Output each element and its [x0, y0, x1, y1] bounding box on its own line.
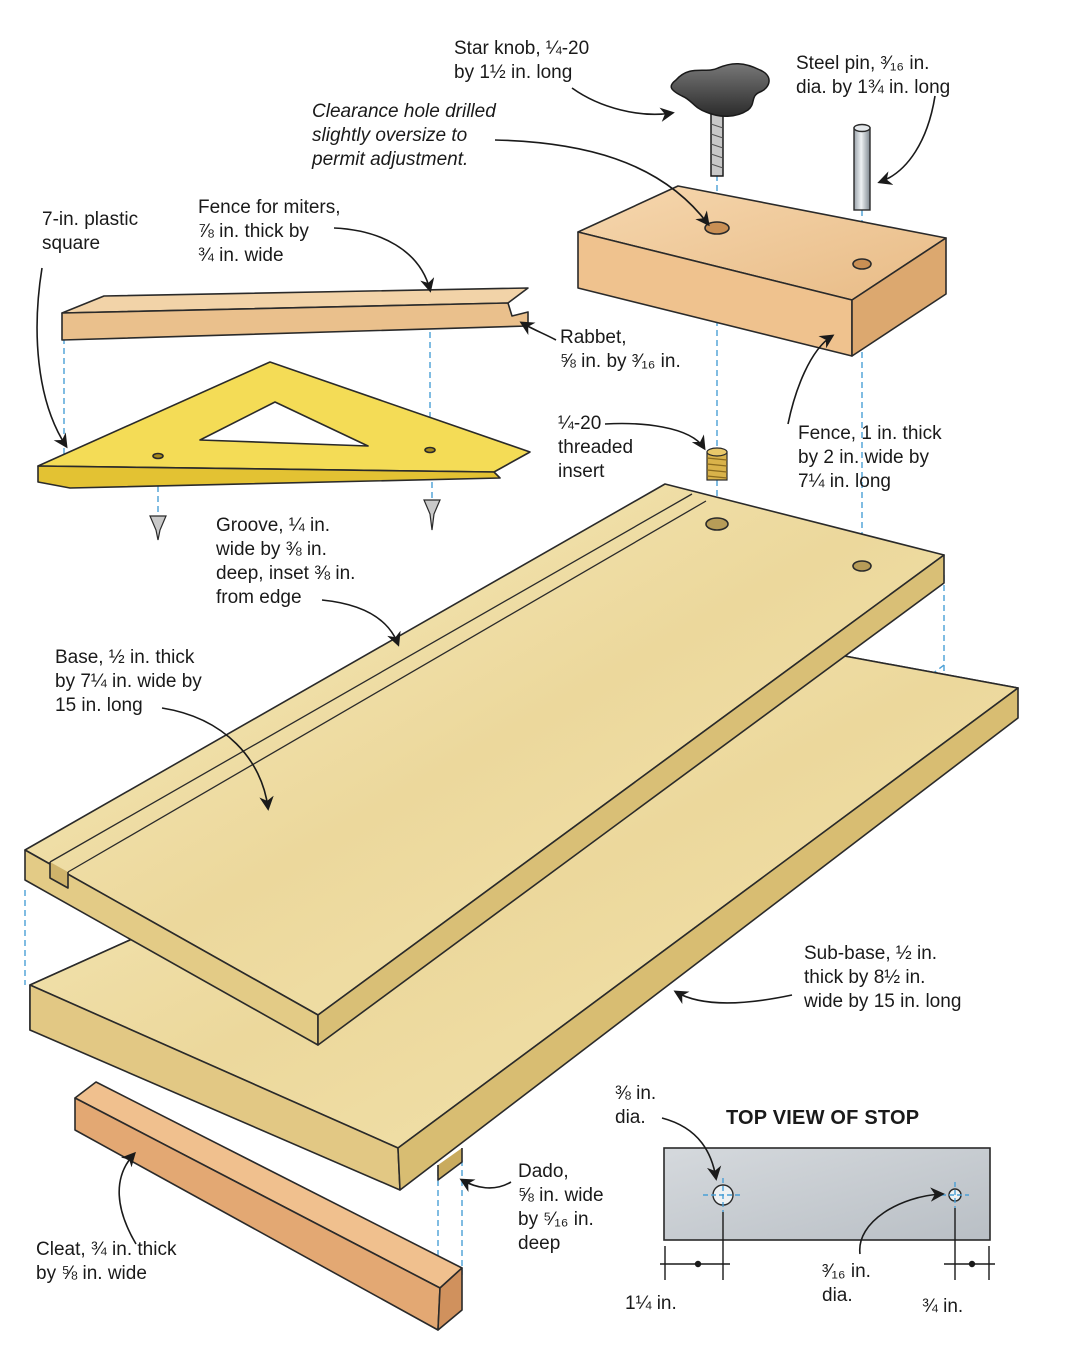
label-dim-1-1-4: 1¼ in. [625, 1293, 677, 1314]
label-clearance-hole: Clearance hole drilled slightly oversize… [312, 101, 496, 170]
label-cleat: Cleat, ¾ in. thick by ⅝ in. wide [36, 1239, 177, 1284]
label-base: Base, ½ in. thick by 7¼ in. wide by 15 i… [55, 647, 202, 716]
label-threaded-insert: ¼-20 threaded insert [558, 413, 634, 482]
cleat [74, 1081, 463, 1331]
miter-fence [61, 287, 529, 341]
label-hole-3-16: ³⁄₁₆ in. dia. [822, 1261, 871, 1306]
label-miter-fence: Fence for miters, ⅞ in. thick by ¾ in. w… [198, 197, 341, 266]
steel-pin [853, 123, 871, 211]
top-view-title: TOP VIEW OF STOP [726, 1107, 920, 1129]
leader-arrows [36, 87, 945, 1255]
plastic-square [37, 361, 531, 489]
label-plastic-square: 7-in. plastic square [42, 209, 139, 254]
label-rabbet: Rabbet, ⅝ in. by ³⁄₁₆ in. [560, 327, 681, 372]
star-knob [670, 63, 770, 177]
label-hole-3-8: ⅜ in. dia. [615, 1083, 657, 1128]
label-steel-pin: Steel pin, ³⁄₁₆ in. dia. by 1¾ in. long [796, 53, 951, 98]
label-fence: Fence, 1 in. thick by 2 in. wide by 7¼ i… [798, 423, 942, 492]
threaded-insert [706, 447, 728, 481]
label-star-knob: Star knob, ¼-20 by 1½ in. long [454, 38, 590, 83]
screws [149, 499, 441, 541]
base [24, 483, 945, 1046]
label-dim-3-4: ¾ in. [922, 1296, 964, 1317]
label-sub-base: Sub-base, ½ in. thick by 8½ in. wide by … [804, 943, 962, 1012]
label-dado: Dado, ⅝ in. wide by ⁵⁄₁₆ in. deep [518, 1161, 604, 1254]
fence-block [577, 185, 947, 357]
label-groove: Groove, ¼ in. wide by ⅜ in. deep, inset … [216, 515, 356, 608]
